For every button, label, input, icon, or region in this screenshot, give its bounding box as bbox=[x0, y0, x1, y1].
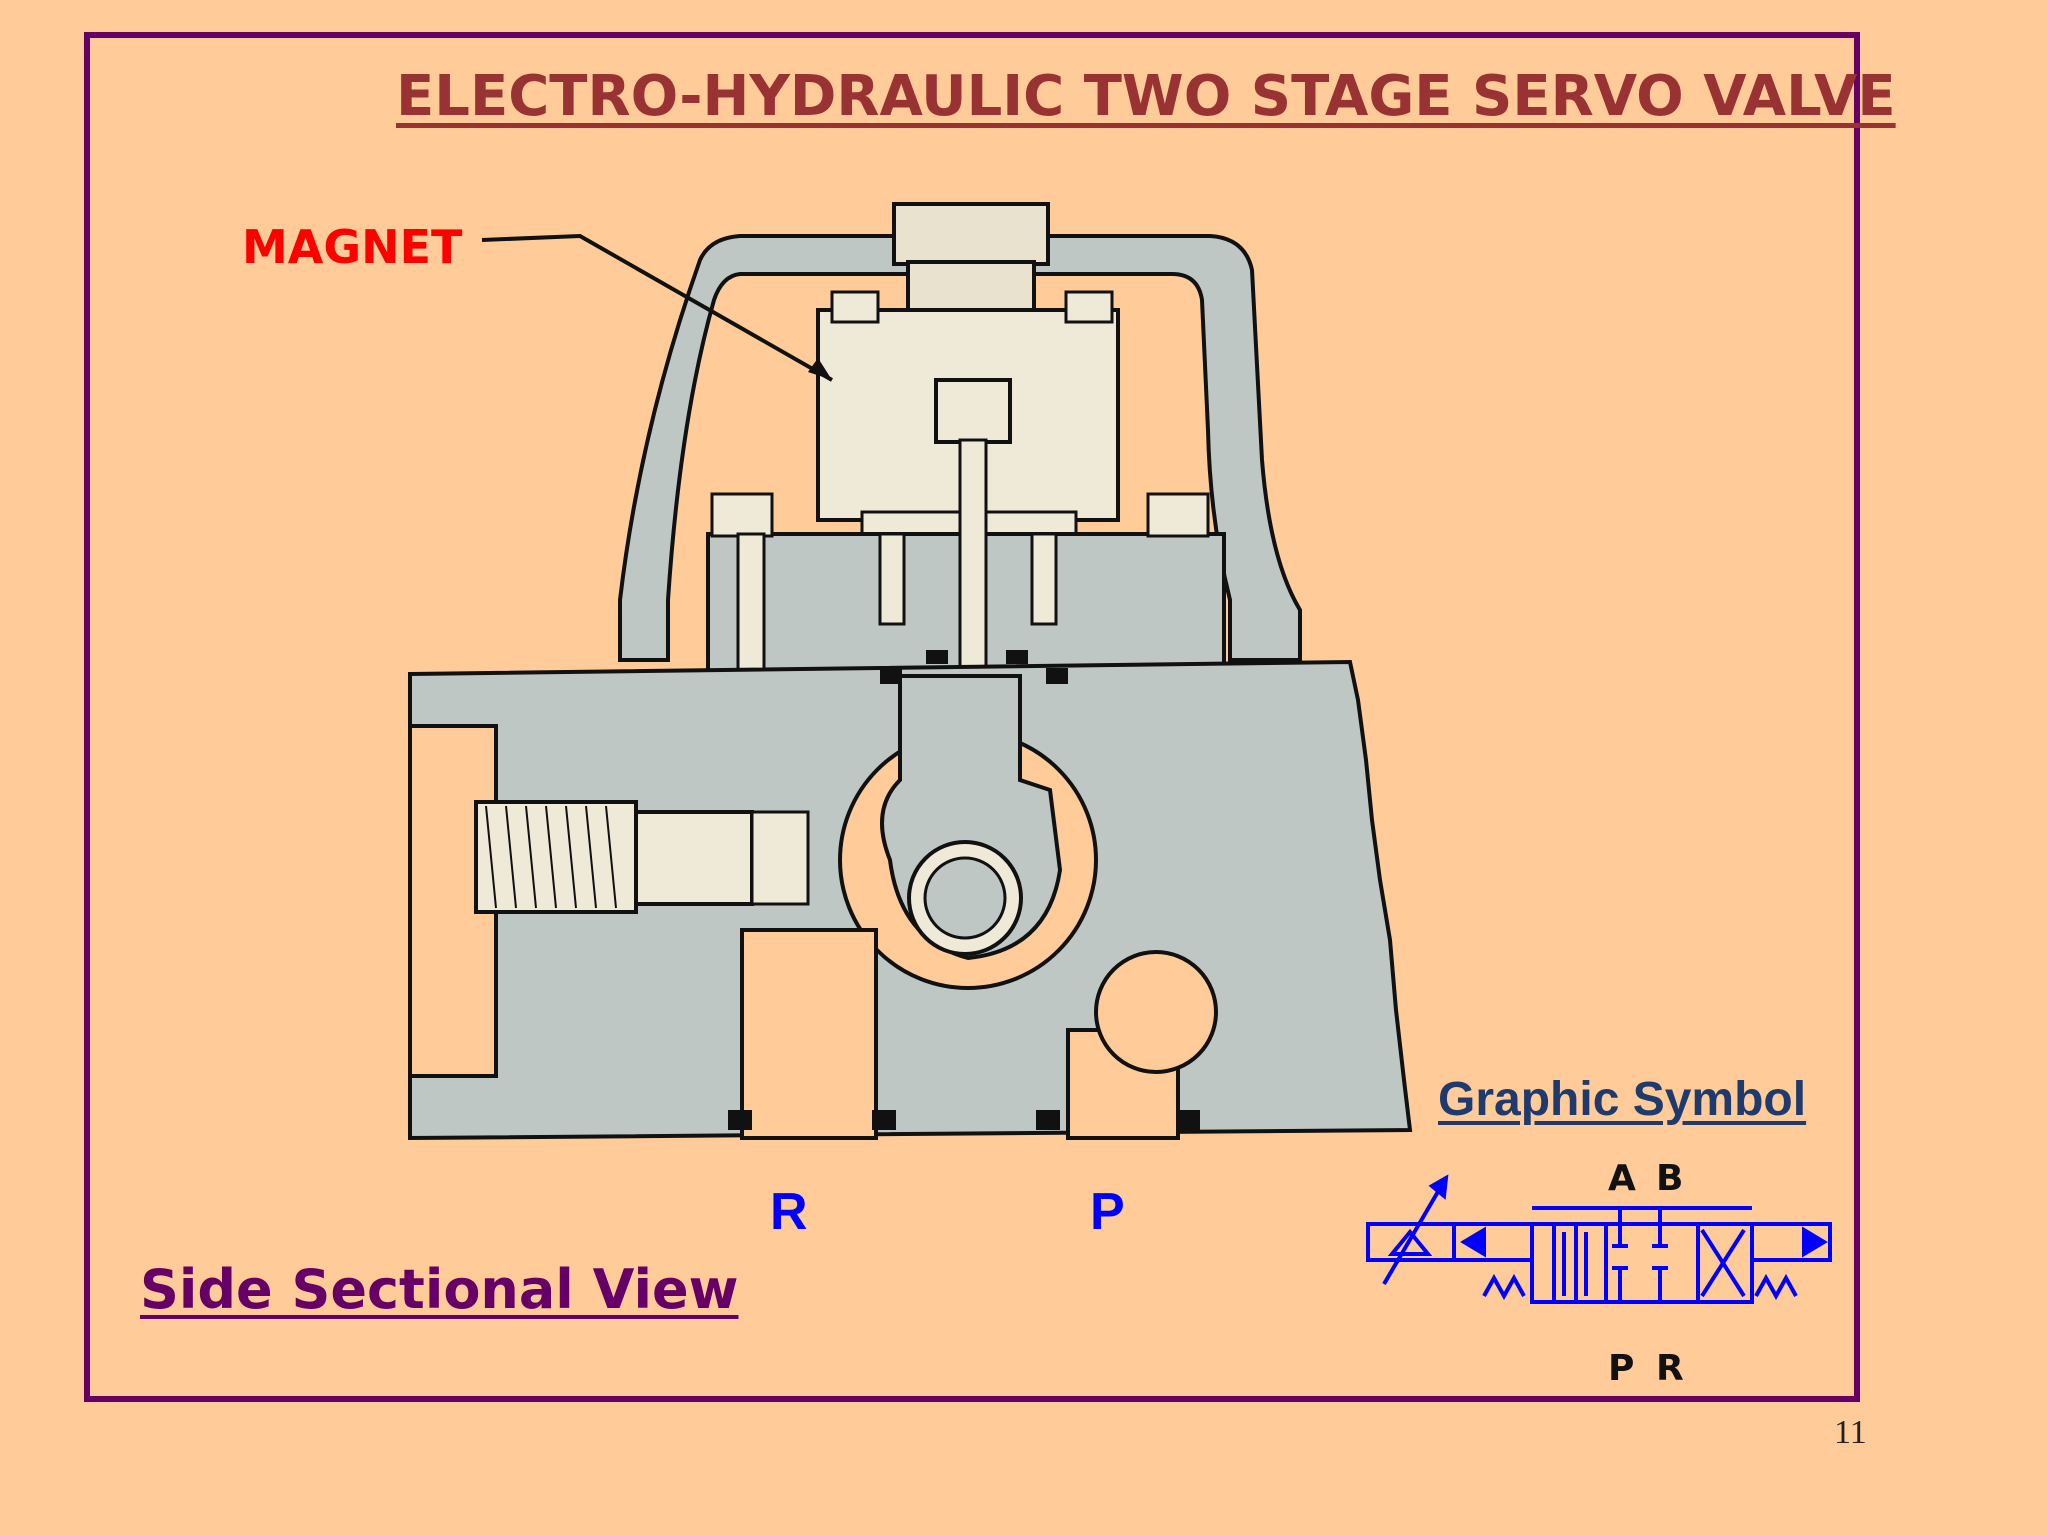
symbol-label-b: B bbox=[1656, 1158, 1684, 1199]
seal bbox=[872, 1110, 896, 1130]
symbol-spring-right bbox=[1754, 1273, 1798, 1301]
servo-valve-symbol bbox=[1366, 1174, 1832, 1304]
graphic-symbol-caption: Graphic Symbol bbox=[1438, 1073, 1807, 1126]
seal bbox=[926, 650, 948, 664]
symbol-variable-arrow bbox=[1382, 1176, 1448, 1286]
seal bbox=[1006, 650, 1028, 664]
magnet-pointer-arrowhead bbox=[808, 358, 832, 380]
seal bbox=[1036, 1110, 1060, 1130]
magnet-cap-left bbox=[830, 290, 880, 324]
symbol-spool-box bbox=[1530, 1222, 1754, 1304]
seal bbox=[728, 1110, 752, 1130]
seal bbox=[880, 668, 902, 684]
symbol-label-a: A bbox=[1608, 1158, 1636, 1199]
spool-collar bbox=[750, 810, 810, 906]
symbol-spring-left bbox=[1482, 1273, 1526, 1301]
spool-shaft bbox=[634, 810, 754, 906]
magnet-label: MAGNET bbox=[242, 220, 463, 274]
symbol-label-r: R bbox=[1656, 1348, 1684, 1389]
page-number: 11 bbox=[1834, 1414, 1867, 1451]
screw-left bbox=[878, 532, 906, 626]
symbol-right-actuator bbox=[1750, 1222, 1832, 1262]
side-sectional-view-caption: Side Sectional View bbox=[140, 1258, 739, 1321]
screw-right bbox=[1030, 532, 1058, 626]
magnet-cap-right bbox=[1064, 290, 1114, 324]
pressure-port-bore bbox=[1094, 950, 1218, 1074]
port-r-channel bbox=[740, 928, 878, 1140]
seal bbox=[1176, 1110, 1200, 1130]
armature bbox=[934, 378, 1012, 444]
seal bbox=[1046, 668, 1068, 684]
port-r-label: R bbox=[770, 1183, 808, 1241]
port-p-label: P bbox=[1090, 1183, 1125, 1241]
slide-title: ELECTRO-HYDRAULIC TWO STAGE SERVO VALVE bbox=[396, 64, 1896, 129]
bolt-head-left bbox=[710, 492, 774, 538]
top-nut bbox=[892, 202, 1050, 266]
symbol-label-p: P bbox=[1608, 1348, 1635, 1389]
slide-frame bbox=[84, 32, 1860, 1402]
magnet-pointer-line bbox=[481, 233, 833, 382]
bolt-head-right bbox=[1146, 492, 1210, 538]
